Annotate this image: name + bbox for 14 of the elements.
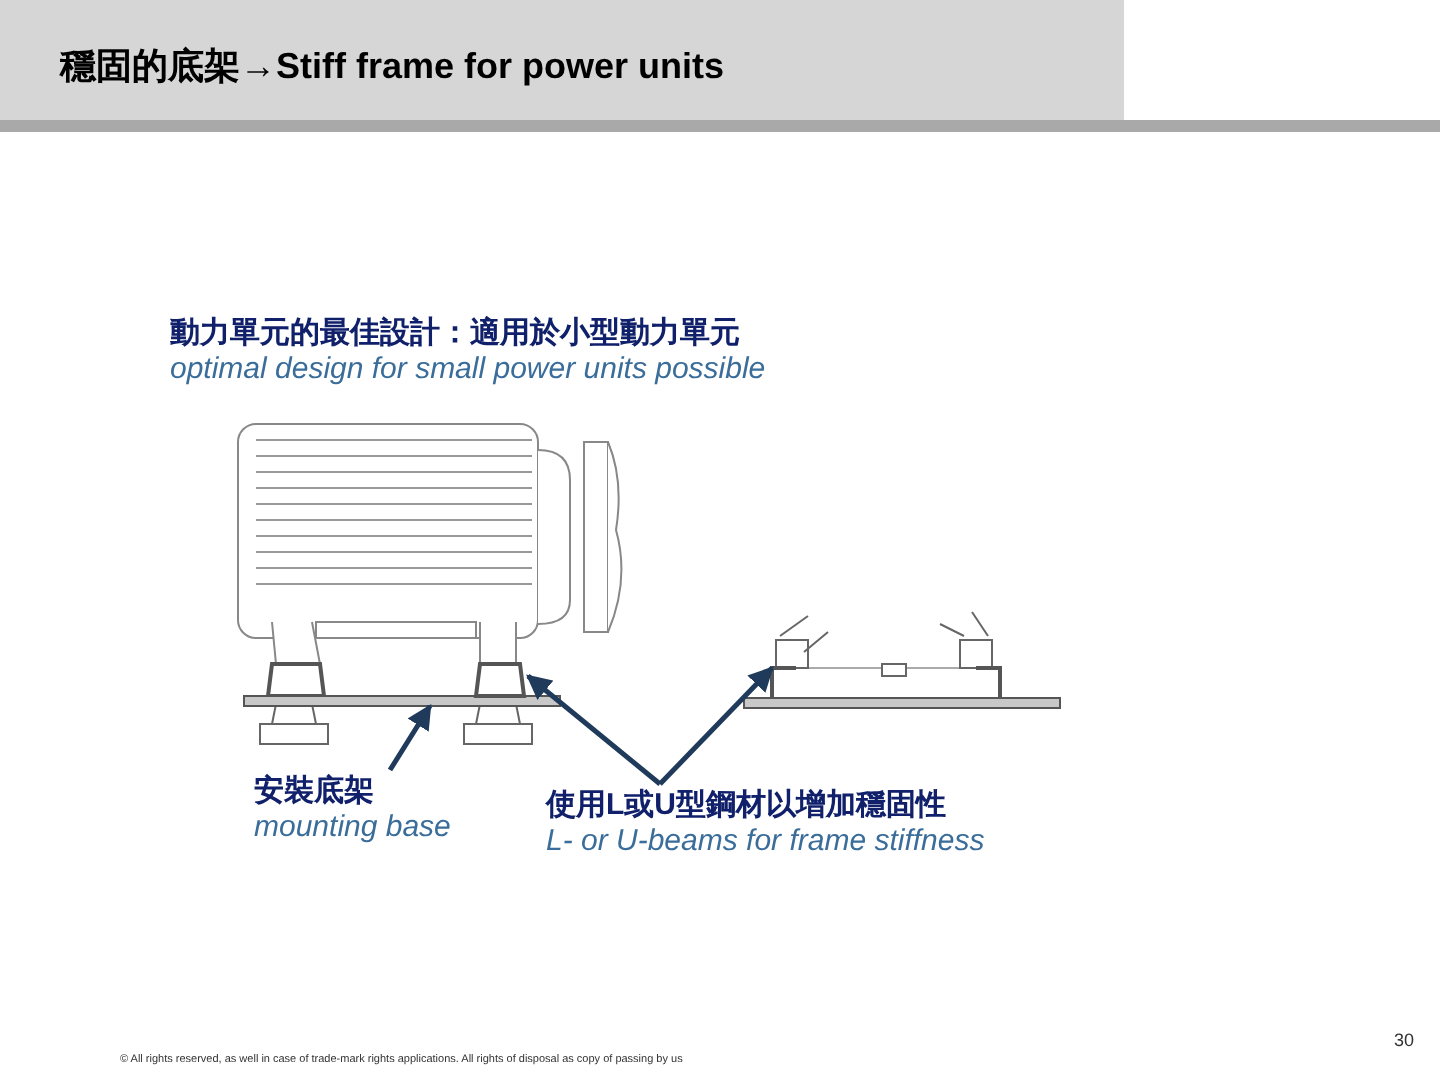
u-beam — [770, 666, 1002, 700]
leader-arrow — [658, 666, 774, 786]
callout-label: mounting base — [254, 810, 451, 844]
subtitle: 動力單元的最佳設計：適用於小型動力單元 — [170, 314, 742, 352]
u-beam — [473, 662, 527, 698]
callout-label: 安裝底架 — [254, 772, 376, 810]
page-number: 30 — [1394, 1030, 1415, 1050]
callout-label: L- or U-beams for frame stiffness — [546, 824, 985, 858]
base-plate — [243, 695, 561, 707]
callout-label: 使用L或U型鋼材以增加穩固性 — [546, 786, 948, 824]
leader-arrow — [526, 674, 662, 786]
subtitle: optimal design for small power units possible — [170, 352, 766, 386]
leader-arrow — [387, 703, 433, 772]
slide-title: 穩固的底架→Stiff frame for power units — [60, 44, 725, 90]
